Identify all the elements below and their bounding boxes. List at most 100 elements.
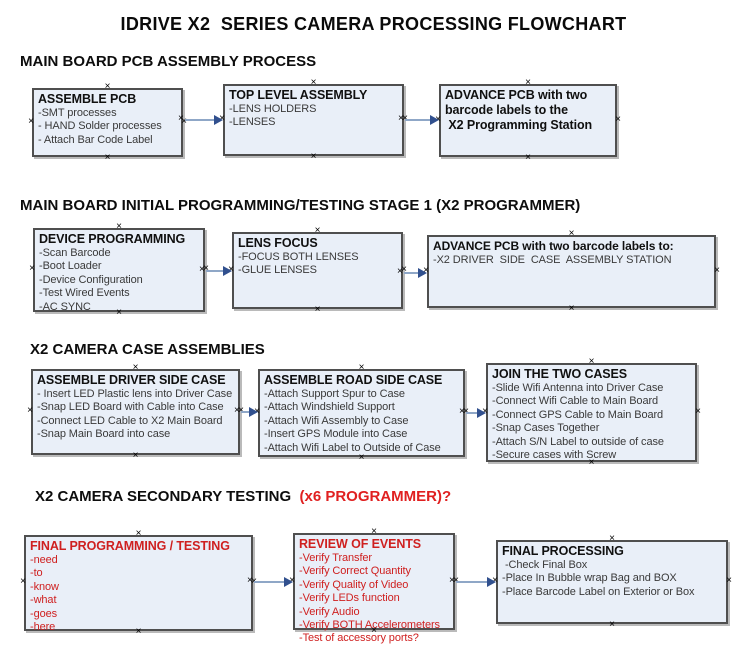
box-line: - Insert LED Plastic lens into Driver Ca…	[37, 388, 233, 400]
connection-handle	[310, 153, 318, 161]
connection-handle	[27, 118, 35, 126]
section-heading-black-part: X2 CAMERA SECONDARY TESTING	[35, 488, 296, 505]
connection-handle	[370, 627, 378, 635]
flowchart-title: IDRIVE X2 SERIES CAMERA PROCESSING FLOWC…	[120, 14, 627, 34]
connection-handle	[132, 364, 140, 372]
connection-handle	[310, 79, 318, 87]
section-heading-secondary-testing: X2 CAMERA SECONDARY TESTING (x6 PROGRAMM…	[35, 488, 451, 505]
connection-handle	[104, 154, 112, 162]
box-title: TOP LEVEL ASSEMBLY	[229, 88, 368, 102]
box-title: DEVICE PROGRAMMING	[39, 232, 186, 246]
box-line: -AC SYNC	[39, 300, 91, 313]
box-lens-focus: LENS FOCUS -FOCUS BOTH LENSES -GLUE LENS…	[232, 232, 403, 309]
connector-arrow	[247, 575, 293, 587]
connector-arrow	[449, 575, 496, 587]
box-final-processing: FINAL PROCESSING -Check Final Box -Place…	[496, 540, 728, 624]
box-line: -here	[30, 621, 56, 634]
section-heading-red-part: (x6 PROGRAMMER)?	[295, 488, 452, 505]
box-title: FINAL PROCESSING	[502, 544, 624, 558]
box-line: -goes	[30, 607, 58, 620]
section-heading-pcb-assembly: MAIN BOARD PCB ASSEMBLY PROCESS	[20, 53, 317, 70]
box-title: FINAL PROGRAMMING / TESTING	[30, 539, 230, 553]
box-line: -what	[30, 594, 57, 607]
connection-handle	[614, 116, 622, 124]
connection-handle	[314, 306, 322, 314]
connection-handle	[713, 267, 721, 275]
box-line: -Snap Cases Together	[492, 422, 600, 435]
connection-handle	[115, 223, 123, 231]
connection-handle	[725, 577, 733, 585]
box-line: -Verify Audio	[299, 605, 360, 618]
connection-handle	[588, 459, 596, 467]
connection-handle	[104, 83, 112, 91]
connector-arrow	[178, 113, 223, 125]
box-line: -X2 DRIVER SIDE CASE ASSEMBLY STATION	[433, 254, 672, 266]
connection-handle	[524, 79, 532, 87]
box-assemble-road-side-case: ASSEMBLE ROAD SIDE CASE -Attach Support …	[258, 369, 465, 457]
connector-arrow	[398, 113, 439, 125]
connector-arrow	[397, 266, 427, 278]
box-line: -Check Final Box	[502, 559, 588, 571]
box-line: -Place In Bubble wrap Bag and BOX	[502, 572, 677, 585]
connection-handle	[28, 265, 36, 273]
connection-handle	[19, 578, 27, 586]
section-heading-case-assemblies: X2 CAMERA CASE ASSEMBLIES	[30, 341, 265, 358]
box-line: -Verify BOTH Accelerometers	[299, 619, 440, 632]
box-device-programming: DEVICE PROGRAMMING -Scan Barcode -Boot L…	[33, 228, 205, 313]
box-line: -Snap Main Board into case	[37, 428, 171, 441]
box-join-the-two-cases: JOIN THE TWO CASES -Slide Wifi Antenna i…	[486, 363, 697, 462]
box-line: -Verify Correct Quantity	[299, 565, 411, 578]
box-line: -Verify Transfer	[299, 552, 372, 564]
connection-handle	[26, 407, 34, 415]
connection-handle	[358, 454, 366, 462]
box-line: -Test Wired Events	[39, 287, 130, 300]
box-line: -Secure cases with Screw	[492, 449, 617, 462]
box-line: - HAND Solder processes	[38, 120, 162, 133]
box-line: -Scan Barcode	[39, 247, 111, 259]
connection-handle	[524, 154, 532, 162]
box-line: -Verify Quality of Video	[299, 578, 409, 591]
box-line: -Snap LED Board with Cable into Case	[37, 401, 224, 414]
box-title: ADVANCE PCB with two barcode labels to t…	[445, 88, 593, 132]
box-title: ASSEMBLE DRIVER SIDE CASE	[37, 373, 226, 387]
box-line: -Connect GPS Cable to Main Board	[492, 408, 664, 421]
connection-handle	[568, 230, 576, 238]
box-top-level-assembly: TOP LEVEL ASSEMBLY -LENS HOLDERS -LENSES	[223, 84, 404, 156]
connection-handle	[358, 364, 366, 372]
box-advance-pcb-driver-side-station: ADVANCE PCB with two barcode labels to: …	[427, 235, 716, 308]
box-line: -Insert GPS Module into Case	[264, 428, 408, 441]
connection-handle	[135, 628, 143, 636]
box-title: JOIN THE TWO CASES	[492, 367, 628, 381]
box-final-programming-testing: FINAL PROGRAMMING / TESTING -need -to -k…	[24, 535, 253, 634]
box-title: REVIEW OF EVENTS	[299, 537, 422, 551]
connection-handle	[314, 227, 322, 235]
box-line: -Connect Wifi Cable to Main Board	[492, 395, 659, 408]
section-heading-initial-programming: MAIN BOARD INITIAL PROGRAMMING/TESTING S…	[20, 197, 581, 214]
box-review-of-events: REVIEW OF EVENTS -Verify Transfer -Verif…	[293, 533, 455, 644]
connection-handle	[588, 358, 596, 366]
connection-handle	[694, 408, 702, 416]
box-title: ADVANCE PCB with two barcode labels to:	[433, 239, 674, 253]
box-line: -need	[30, 554, 58, 566]
box-line: -Attach Windshield Support	[264, 401, 395, 414]
box-line: -LENS HOLDERS	[229, 103, 317, 115]
connection-handle	[135, 530, 143, 538]
connection-handle	[370, 528, 378, 536]
box-line: - Attach Bar Code Label	[38, 133, 153, 146]
box-line: -Attach Support Spur to Case	[264, 388, 405, 400]
connection-handle	[115, 309, 123, 317]
box-line: -Connect LED Cable to X2 Main Board	[37, 414, 223, 427]
box-line: -Place Barcode Label on Exterior or Box	[502, 585, 695, 598]
box-title: LENS FOCUS	[238, 236, 318, 250]
box-line: -know	[30, 580, 59, 593]
box-line: -Attach S/N Label to outside of case	[492, 435, 664, 448]
box-assemble-driver-side-case: ASSEMBLE DRIVER SIDE CASE - Insert LED P…	[31, 369, 240, 455]
box-line: -Device Configuration	[39, 273, 143, 286]
connector-arrow	[234, 405, 258, 417]
connection-handle	[568, 305, 576, 313]
connector-arrow	[199, 264, 232, 276]
box-title: ASSEMBLE ROAD SIDE CASE	[264, 373, 443, 387]
connection-handle	[132, 452, 140, 460]
connection-handle	[608, 621, 616, 629]
box-line: -Attach Wifi Label to Outside of Case	[264, 441, 441, 454]
